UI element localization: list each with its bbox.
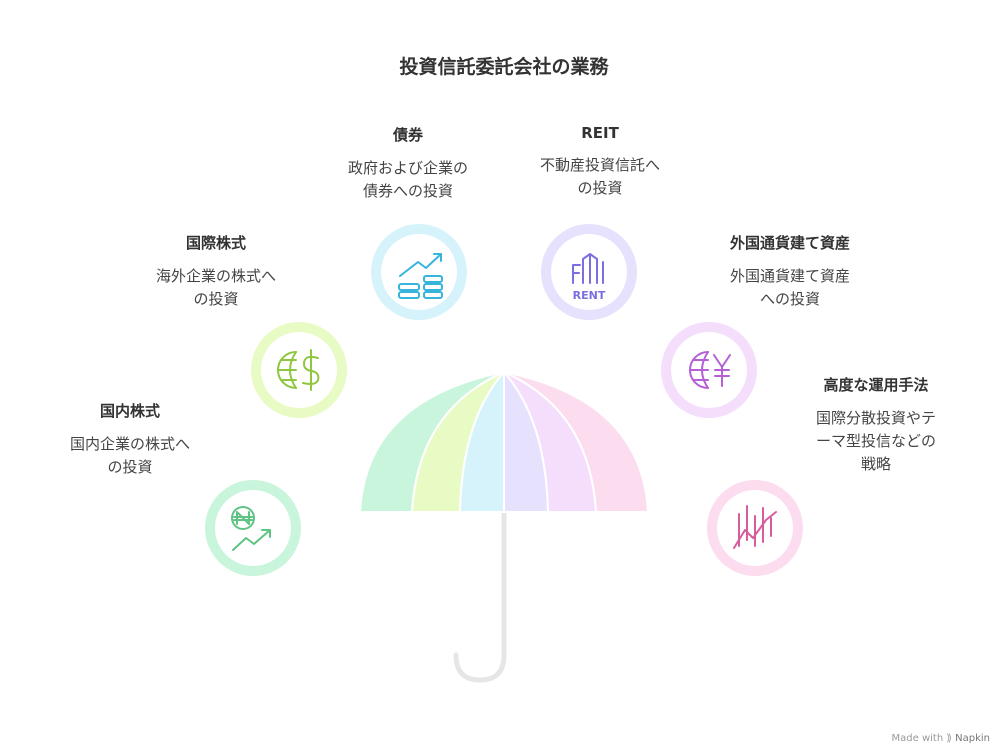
umbrella-canopy <box>358 369 650 513</box>
label-heading: 外国通貨建て資産 <box>729 234 850 252</box>
label-heading: 国内株式 <box>99 402 160 420</box>
canopy-segment <box>503 371 650 513</box>
rent-building-icon <box>572 253 604 284</box>
label-advanced-strategies: 高度な運用手法 国際分散投資やテ ーマ型投信などの 戦略 <box>786 374 966 476</box>
globe-yen-icon <box>689 351 731 389</box>
label-reit: REIT 不動産投資信託へ の投資 <box>510 124 690 200</box>
page-title: 投資信託委託会社の業務 <box>399 56 609 78</box>
globe-currency-icon <box>277 349 320 391</box>
label-heading: 国際株式 <box>185 234 246 252</box>
label-description: 不動産投資信託へ の投資 <box>539 156 660 197</box>
label-domestic-stocks: 国内株式 国内企業の株式へ の投資 <box>40 400 220 479</box>
icon-bubble-foreign-currency-assets <box>661 322 757 418</box>
label-description: 国際分散投資やテ ーマ型投信などの 戦略 <box>815 409 936 473</box>
label-description: 海外企業の株式へ の投資 <box>155 267 276 308</box>
label-bonds: 債券 政府および企業の 債券への投資 <box>318 124 498 203</box>
label-foreign-currency-assets: 外国通貨建て資産 外国通貨建て資産 への投資 <box>700 232 880 311</box>
label-heading: 債券 <box>392 126 423 144</box>
label-description: 国内企業の株式へ の投資 <box>69 435 190 476</box>
icon-bubble-advanced-strategies <box>707 480 803 576</box>
coins-growth-icon <box>398 253 443 299</box>
icon-bubble-international-stocks <box>251 322 347 418</box>
umbrella-handle <box>453 507 507 683</box>
canopy-segment <box>458 369 505 513</box>
label-heading: REIT <box>581 124 619 142</box>
label-description: 政府および企業の 債券への投資 <box>347 159 468 200</box>
rent-text: RENT <box>573 289 606 302</box>
made-with-napkin-credit: Made with ⟫ Napkin <box>891 733 990 744</box>
napkin-logo-icon: ⟫ <box>946 733 952 744</box>
label-heading: 高度な運用手法 <box>823 376 929 394</box>
label-description: 外国通貨建て資産 への投資 <box>729 267 850 308</box>
icon-bubble-domestic-stocks <box>205 480 301 576</box>
label-international-stocks: 国際株式 海外企業の株式へ の投資 <box>126 232 306 311</box>
icon-bubble-reit: RENT <box>541 224 637 320</box>
stock-chart-icon <box>733 505 777 549</box>
icon-bubble-bonds <box>371 224 467 320</box>
won-coin-growth-icon <box>231 506 271 551</box>
